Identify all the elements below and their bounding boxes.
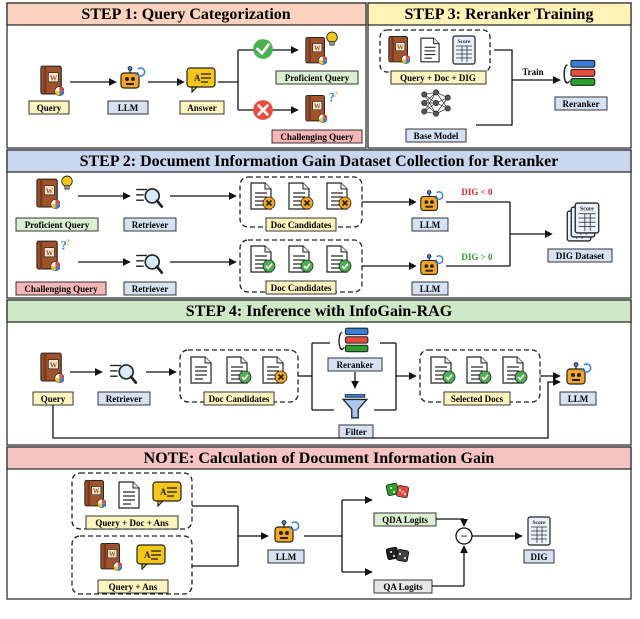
step3-data-label: Query + Doc + DIG [400,73,476,83]
note-qda-doc-icon [118,481,140,509]
check-mark-icon [262,259,276,273]
check-icon [252,38,274,60]
note-qda-book-icon [84,479,106,509]
note-qa-book-icon [100,542,122,572]
step2-llm-top-label: LLM [420,220,441,230]
step3-base-model-label: Base Model [414,131,459,141]
step1-llm-label: LLM [118,103,139,113]
check-mark-icon [442,370,456,384]
step1-challenging-label: Challenging Query [280,132,354,142]
cross-mark-icon [262,196,276,210]
step1-proficient-label: Proficient Query [285,73,350,83]
step4-llm-label: LLM [568,394,589,404]
cross-mark-icon [274,370,288,384]
check-mark-icon [238,370,252,384]
step2-doc-candidates-bottom-label: Doc Candidates [271,283,332,293]
step4-selected-docs-label: Selected Docs [451,394,504,404]
cross-mark-icon [300,196,314,210]
step1-panel: STEP 1: Query Categorization Query LLM A… [6,2,367,149]
qa-logits-label: QA Logits [383,582,423,592]
dig-positive-label: DIG > 0 [461,252,493,262]
qa-input-group [71,535,193,595]
challenging-book-icon [305,94,327,124]
step2-title: STEP 2: Document Information Gain Datase… [80,153,559,170]
note-llm-label: LLM [276,552,297,562]
note-qa-label: Query + Ans [109,582,158,592]
step3-reranker-label: Reranker [563,99,600,109]
step2-retriever-top-label: Retriever [132,220,168,230]
step4-query-book-icon [40,352,64,384]
step2-llm-bottom-label: LLM [420,284,441,294]
step2-doc-candidates-top-label: Doc Candidates [271,220,332,230]
query-book-icon [40,65,64,97]
dig-negative-label: DIG < 0 [461,187,493,197]
step4-retriever-label: Retriever [106,394,142,404]
step4-query-label: Query [41,394,66,404]
step3-book-icon [388,35,410,65]
step1-title: STEP 1: Query Categorization [81,6,290,23]
dig-dataset-label: DIG Dataset [556,251,604,261]
step2-challenging-book-icon [36,240,60,272]
step4-filter-label: Filter [345,427,367,437]
check-mark-icon [478,370,492,384]
note-panel: NOTE: Calculation of Document Informatio… [6,446,632,600]
proficient-book-icon [305,36,327,66]
note-dig-label: DIG [530,552,547,562]
step4-panel: STEP 4: Inference with InfoGain-RAG Quer… [6,299,632,446]
note-title: NOTE: Calculation of Document Informatio… [144,450,495,467]
step1-answer-label: Answer [187,103,217,113]
check-mark-icon [514,370,528,384]
step3-panel: STEP 3: Reranker Training Query + Doc + … [367,2,632,149]
dig-dataset-icon [574,202,600,234]
step3-title: STEP 3: Reranker Training [405,6,594,23]
step4-doc-candidates-label: Doc Candidates [209,394,270,404]
doc-icon [190,356,212,384]
note-qda-label: Query + Doc + Ans [95,518,169,528]
step4-reranker-label: Reranker [337,360,374,370]
check-mark-icon [338,259,352,273]
step3-doc-icon [420,37,440,63]
minus-sign: − [461,529,468,543]
qda-logits-label: QDA Logits [382,515,428,525]
step2-retriever-bottom-label: Retriever [132,284,168,294]
step2-panel: STEP 2: Document Information Gain Datase… [6,149,632,299]
cross-mark-icon [338,196,352,210]
dig-score-icon [527,516,551,546]
cross-icon [252,99,274,121]
step2-proficient-book-icon [36,178,60,210]
step1-query-label: Query [37,103,62,113]
check-mark-icon [300,259,314,273]
step3-score-icon [452,35,476,65]
step2-proficient-label: Proficient Query [25,220,90,230]
step2-challenging-label: Challenging Query [24,284,98,294]
train-label: Train [522,67,543,77]
step4-title: STEP 4: Inference with InfoGain-RAG [186,303,453,320]
